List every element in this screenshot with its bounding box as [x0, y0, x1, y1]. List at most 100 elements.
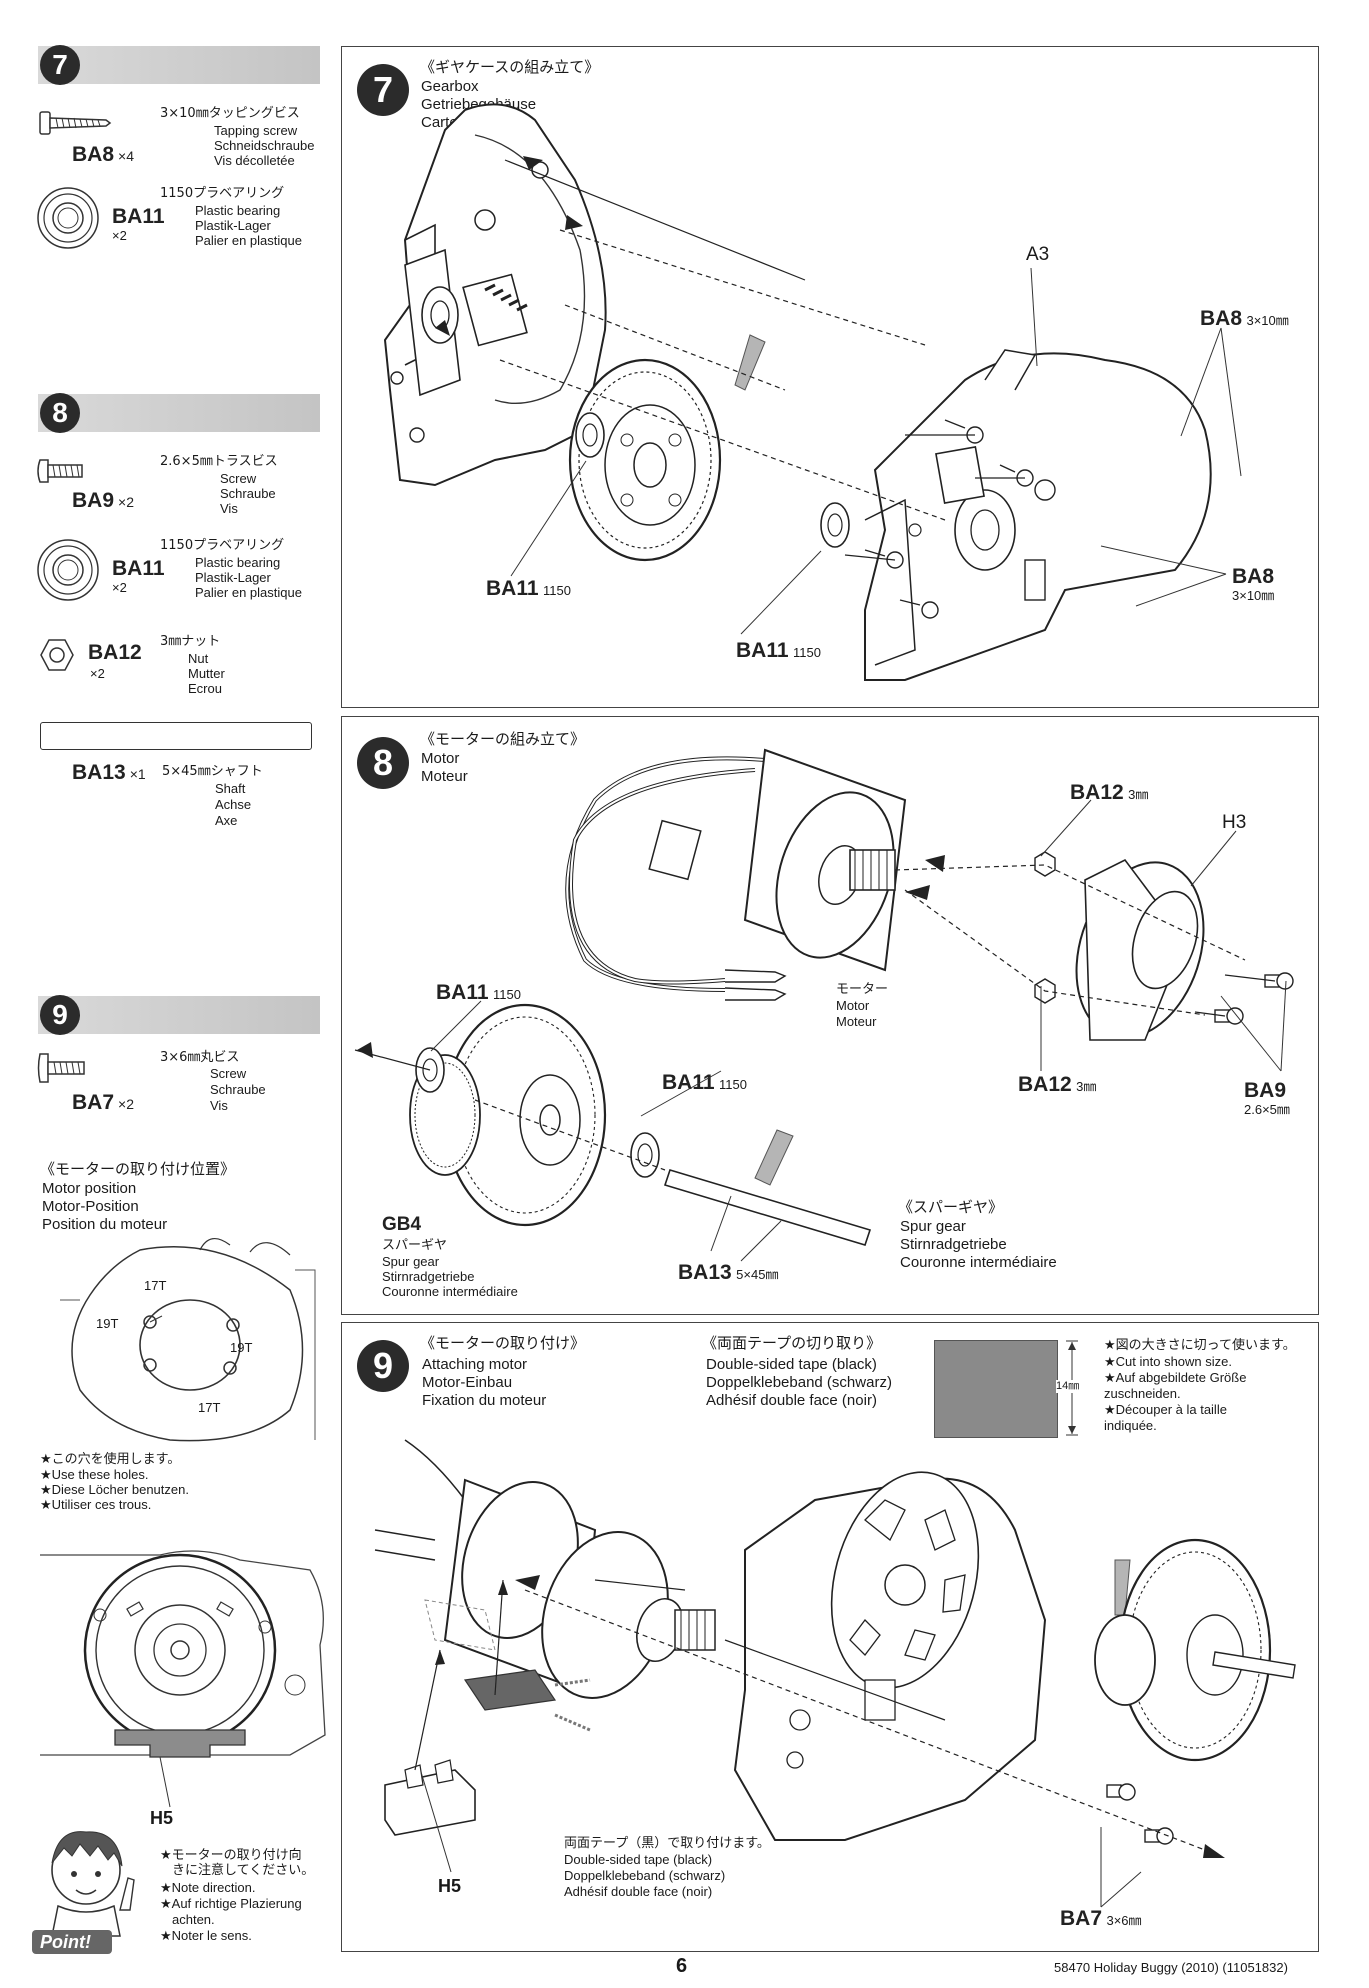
tape-title-en: Double-sided tape (black) — [706, 1356, 877, 1373]
spur-gear-title-de: Stirnradgetriebe — [900, 1236, 1007, 1253]
step-8-number: 8 — [357, 737, 409, 789]
part-ba11-code: BA11 — [112, 205, 165, 228]
label-ba8-top: BA8 3×10㎜ — [1200, 307, 1289, 330]
tooth-label-17t: 17T — [144, 1278, 167, 1293]
part-ba7-en: Screw — [210, 1066, 247, 1081]
part-ba7-code: BA7×2 — [72, 1091, 134, 1114]
part-ba12-en: Nut — [188, 651, 209, 666]
tape-attach-note: Doppelklebeband (schwarz) — [564, 1868, 726, 1883]
part-ba13-jp: 5×45㎜シャフト — [162, 764, 263, 779]
shaft-icon — [40, 722, 312, 750]
part-ba11-en: Plastic bearing — [195, 203, 281, 218]
note-direction-text: ★モーターの取り付け向 — [160, 1848, 302, 1863]
use-holes-note: ★Utiliser ces trous. — [40, 1497, 152, 1512]
part-ba12-qty: ×2 — [90, 666, 105, 681]
part-ba8-fr: Vis décolletée — [214, 153, 295, 168]
spur-gear-title-fr: Couronne intermédiaire — [900, 1254, 1057, 1271]
plastic-bearing-icon — [37, 187, 99, 249]
step-9-title-fr: Fixation du moteur — [422, 1392, 547, 1409]
step-7-title-en: Gearbox — [421, 78, 479, 95]
part-ba12-de: Mutter — [188, 666, 225, 681]
part-ba9-jp: 2.6×5㎜トラスビス — [160, 454, 278, 469]
round-screw-icon — [37, 1053, 85, 1083]
leader-lines — [420, 1771, 1142, 1908]
label-gb4-de: Stirnradgetriebe — [382, 1269, 475, 1284]
spur-gear-title-jp: 《スパーギヤ》 — [898, 1198, 1004, 1216]
part-ba13-fr: Axe — [215, 813, 238, 828]
cut-note: ★Découper à la taille — [1104, 1402, 1227, 1417]
part-ba9-de: Schraube — [220, 486, 276, 501]
part-ba13-de: Achse — [215, 797, 252, 812]
tooth-label-17t: 17T — [198, 1400, 221, 1415]
tape-title-fr: Adhésif double face (noir) — [706, 1392, 877, 1409]
part-ba7-fr: Vis — [210, 1098, 228, 1113]
label-ba12-top: BA12 3㎜ — [1070, 781, 1149, 804]
step-7-number: 7 — [357, 64, 409, 116]
part-ba9-fr: Vis — [220, 501, 238, 516]
part-ba7-jp: 3×6㎜丸ビス — [160, 1050, 240, 1065]
part-ba11-de: Plastik-Lager — [195, 570, 271, 585]
label-h5: H5 — [438, 1876, 462, 1896]
motor-position-diagram — [60, 1238, 316, 1442]
step-7-title-jp: 《ギヤケースの組み立て》 — [420, 58, 600, 76]
label-ba8-right-size: 3×10㎜ — [1232, 588, 1275, 603]
motor-position-jp: 《モーターの取り付け位置》 — [40, 1160, 236, 1178]
part-ba13-en: Shaft — [215, 781, 246, 796]
spur-gear-title-en: Spur gear — [900, 1218, 966, 1235]
motor-mount-closeup — [40, 1550, 326, 1808]
motor-install-illustration — [374, 1439, 1296, 1858]
part-ba11-qty: ×2 — [112, 228, 127, 243]
label-ba11-left: BA11 1150 — [436, 981, 521, 1004]
part-ba11-fr: Palier en plastique — [195, 233, 302, 248]
motor-position-de: Motor-Position — [42, 1198, 139, 1215]
label-ba13: BA13 5×45㎜ — [678, 1261, 779, 1284]
nut-icon — [40, 639, 74, 671]
leader-lines — [510, 267, 1242, 635]
step-8-number: 8 — [40, 393, 80, 433]
part-ba11-jp: 1150プラベアリング — [160, 538, 285, 553]
tooth-label-19t: 19T — [96, 1316, 119, 1331]
part-ba11-en: Plastic bearing — [195, 555, 281, 570]
h5-label: H5 — [150, 1808, 174, 1828]
label-h3: H3 — [1222, 812, 1247, 833]
part-ba7-de: Schraube — [210, 1082, 266, 1097]
part-ba11-de: Plastik-Lager — [195, 218, 271, 233]
cut-note: zuschneiden. — [1104, 1386, 1181, 1401]
note-direction-text: ★Noter le sens. — [160, 1928, 252, 1943]
part-ba11-qty: ×2 — [112, 580, 127, 595]
note-direction-text: achten. — [172, 1912, 215, 1927]
tape-attach-note: Double-sided tape (black) — [564, 1852, 713, 1867]
step-8-title-jp: 《モーターの組み立て》 — [420, 730, 586, 748]
part-ba8-en: Tapping screw — [214, 123, 298, 138]
point-mascot-icon — [32, 1831, 135, 1954]
label-a3: A3 — [1026, 244, 1050, 265]
step-9-title-jp: 《モーターの取り付け》 — [420, 1334, 586, 1352]
step-9-number: 9 — [40, 995, 80, 1035]
tape-title-de: Doppelklebeband (schwarz) — [706, 1374, 892, 1391]
label-gb4-jp: スパーギヤ — [382, 1238, 448, 1253]
cut-note: ★Cut into shown size. — [1104, 1354, 1232, 1369]
label-gb4: GB4 — [382, 1214, 422, 1235]
leader-lines — [430, 799, 1287, 1262]
cut-note: ★図の大きさに切って使います。 — [1104, 1338, 1296, 1353]
note-direction-text: ★Auf richtige Plazierung — [160, 1896, 302, 1911]
label-motor-en: Motor — [836, 998, 870, 1013]
label-ba8-right: BA8 — [1232, 565, 1275, 588]
part-ba8-de: Schneidschraube — [214, 138, 315, 153]
label-ba7: BA7 3×6㎜ — [1060, 1907, 1142, 1930]
tape-dimension-label: 14㎜ — [1056, 1380, 1080, 1394]
label-gb4-en: Spur gear — [382, 1254, 440, 1269]
label-ba11-a: BA11 1150 — [486, 577, 571, 600]
tape-swatch — [934, 1340, 1058, 1438]
part-ba11-fr: Palier en plastique — [195, 585, 302, 600]
step-8-bar — [38, 394, 320, 432]
page-number: 6 — [676, 1955, 688, 1977]
label-ba11-mid: BA11 1150 — [662, 1071, 747, 1094]
use-holes-note: ★Diese Löcher benutzen. — [40, 1482, 189, 1497]
gearbox-assembly-illustration — [383, 103, 1212, 681]
step-7-number: 7 — [40, 45, 80, 85]
step-9-bar — [38, 996, 320, 1034]
label-motor-fr: Moteur — [836, 1014, 877, 1029]
motor-position-fr: Position du moteur — [42, 1216, 168, 1233]
part-ba9-en: Screw — [220, 471, 257, 486]
